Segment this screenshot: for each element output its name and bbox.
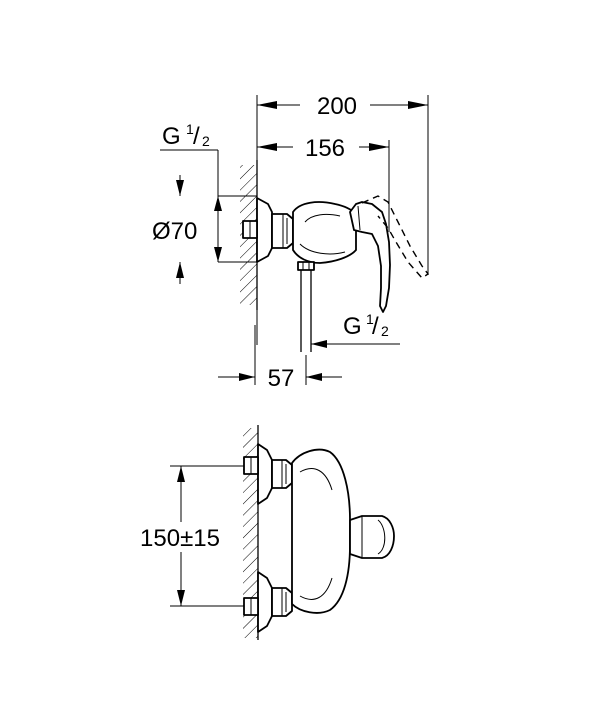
svg-text:/: / [372,313,379,340]
dimension-150: 150±15 [130,466,230,606]
dim-diameter-label: Ø70 [152,218,197,245]
connection-nut-side [271,213,294,249]
outlet-thread-den: 2 [381,323,389,339]
inlet-thread-num: 1 [186,121,194,137]
inlet-thread-den: 2 [202,133,210,149]
handle-cap-front [349,515,395,559]
inlet-thread-label: G 1 / 2 [162,121,210,284]
extension-lines-side [160,95,429,385]
svg-text:/: / [193,123,200,150]
dimension-156: 156 [257,130,389,162]
svg-text:G: G [343,313,362,340]
mixer-body-front [291,448,351,614]
side-view: 200 156 G 1 / 2 Ø70 [152,88,430,392]
lever-handle-side [349,201,391,313]
lever-alt-position-dashed [361,195,430,279]
dim-57-label: 57 [268,365,295,392]
inlet-thread-base: G [162,123,181,150]
dim-156-label: 156 [305,135,345,162]
dimension-57: 57 [218,365,342,392]
dimension-200: 200 [257,88,428,120]
outlet-thread-num: 1 [366,311,374,327]
dimension-diameter-70: Ø70 [152,196,222,262]
outlet-thread-label: G 1 / 2 [311,311,400,348]
svg-text:G: G [162,123,181,150]
upper-inlet-assembly [243,443,293,505]
lower-inlet-assembly [243,571,293,633]
outlet-thread-base: G [343,313,362,340]
front-view: 150±15 [130,425,395,640]
dim-150-label: 150±15 [140,525,220,552]
extension-lines-front [170,465,244,607]
outlet-fitting-side [297,261,315,352]
dim-200-label: 200 [317,93,357,120]
mixer-body-side [292,201,357,264]
